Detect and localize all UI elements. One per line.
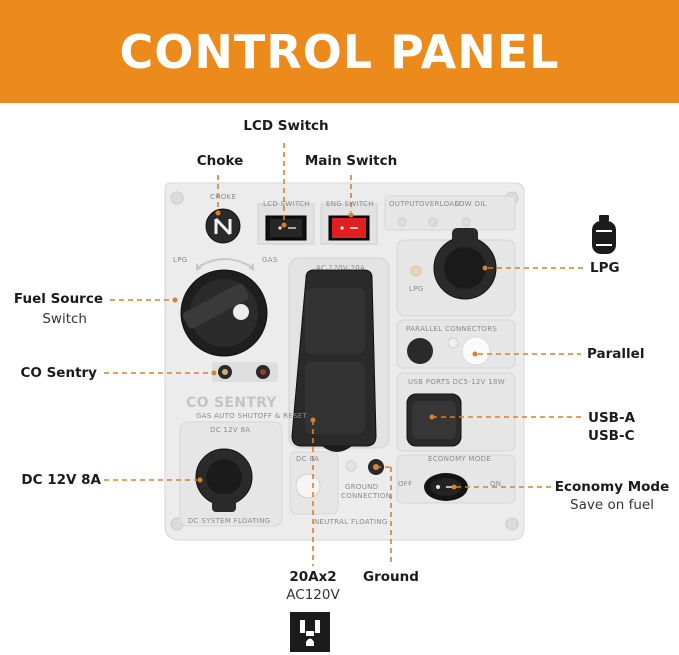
svg-text:GAS AUTO SHUTOFF & RESET: GAS AUTO SHUTOFF & RESET (196, 412, 307, 420)
parallel-label: Parallel (587, 346, 645, 362)
dc-label: DC 12V 8A (21, 472, 101, 488)
svg-text:OFF: OFF (398, 480, 412, 488)
economy-mode-label: Economy Mode (554, 479, 670, 495)
svg-text:CO SENTRY: CO SENTRY (186, 395, 277, 411)
svg-text:LPG: LPG (409, 285, 423, 293)
main-switch-label: Main Switch (304, 153, 398, 169)
lpg-tank-icon (592, 215, 616, 254)
usb-c-label: USB-C (588, 428, 635, 444)
choke-label: Choke (196, 153, 244, 169)
page-title: CONTROL PANEL (119, 24, 560, 79)
screw (170, 191, 184, 205)
co-sentry-label: CO Sentry (20, 365, 98, 381)
ground-label: Ground (363, 569, 419, 585)
svg-text:ON: ON (490, 480, 501, 488)
lpg-label: LPG (590, 260, 620, 276)
ac-outlet-label: 20Ax2 (289, 569, 337, 585)
parallel-connector-black[interactable] (407, 338, 433, 364)
svg-text:USB PORTS DC5-12V 18W: USB PORTS DC5-12V 18W (408, 378, 505, 386)
svg-text:CONNECTION: CONNECTION (341, 492, 391, 500)
fuel-source-sublabel: Switch (42, 311, 87, 327)
svg-text:LCD SWITCH: LCD SWITCH (263, 200, 310, 208)
svg-text:GAS: GAS (262, 256, 278, 264)
svg-text:LPG: LPG (173, 256, 187, 264)
svg-text:PARALLEL CONNECTORS: PARALLEL CONNECTORS (406, 325, 498, 333)
outlet-icon (290, 612, 330, 652)
svg-text:CHOKE: CHOKE (210, 193, 236, 201)
indicator-panel (384, 195, 516, 231)
leader-lines (104, 143, 585, 566)
panel-labels: CHOKE LCD SWITCH ENG SWITCH OUTPUT OVERL… (173, 193, 505, 526)
choke-symbol (214, 217, 232, 236)
svg-text:DC 12V 8A: DC 12V 8A (210, 426, 250, 434)
svg-text:OUTPUT: OUTPUT (389, 200, 420, 208)
usb-a-label: USB-A (588, 410, 636, 426)
economy-mode-sublabel: Save on fuel (570, 497, 654, 513)
svg-text:OVERLOAD: OVERLOAD (419, 200, 460, 208)
svg-text:ENG SWITCH: ENG SWITCH (326, 200, 374, 208)
fuel-source-label: Fuel Source (13, 291, 103, 307)
parallel-connector-white[interactable] (461, 336, 491, 366)
svg-text:LOW OIL: LOW OIL (455, 200, 487, 208)
svg-text:ECONOMY MODE: ECONOMY MODE (428, 455, 491, 463)
svg-text:DC SYSTEM FLOATING: DC SYSTEM FLOATING (188, 517, 270, 525)
svg-text:NEUTRAL FLOATING: NEUTRAL FLOATING (314, 518, 388, 526)
leader-dots (172, 210, 488, 490)
svg-text:DC 8A: DC 8A (296, 455, 319, 463)
lcd-switch-rocker (270, 219, 302, 237)
screw (505, 517, 519, 531)
lcd-switch-label: LCD Switch (243, 118, 329, 134)
svg-text:GROUND: GROUND (345, 483, 378, 491)
main-switch-rocker (332, 218, 366, 238)
svg-text:AC 120V 20A: AC 120V 20A (316, 264, 365, 272)
ac-outlet-sublabel: AC120V (286, 587, 340, 603)
title-banner: CONTROL PANEL (0, 0, 679, 103)
